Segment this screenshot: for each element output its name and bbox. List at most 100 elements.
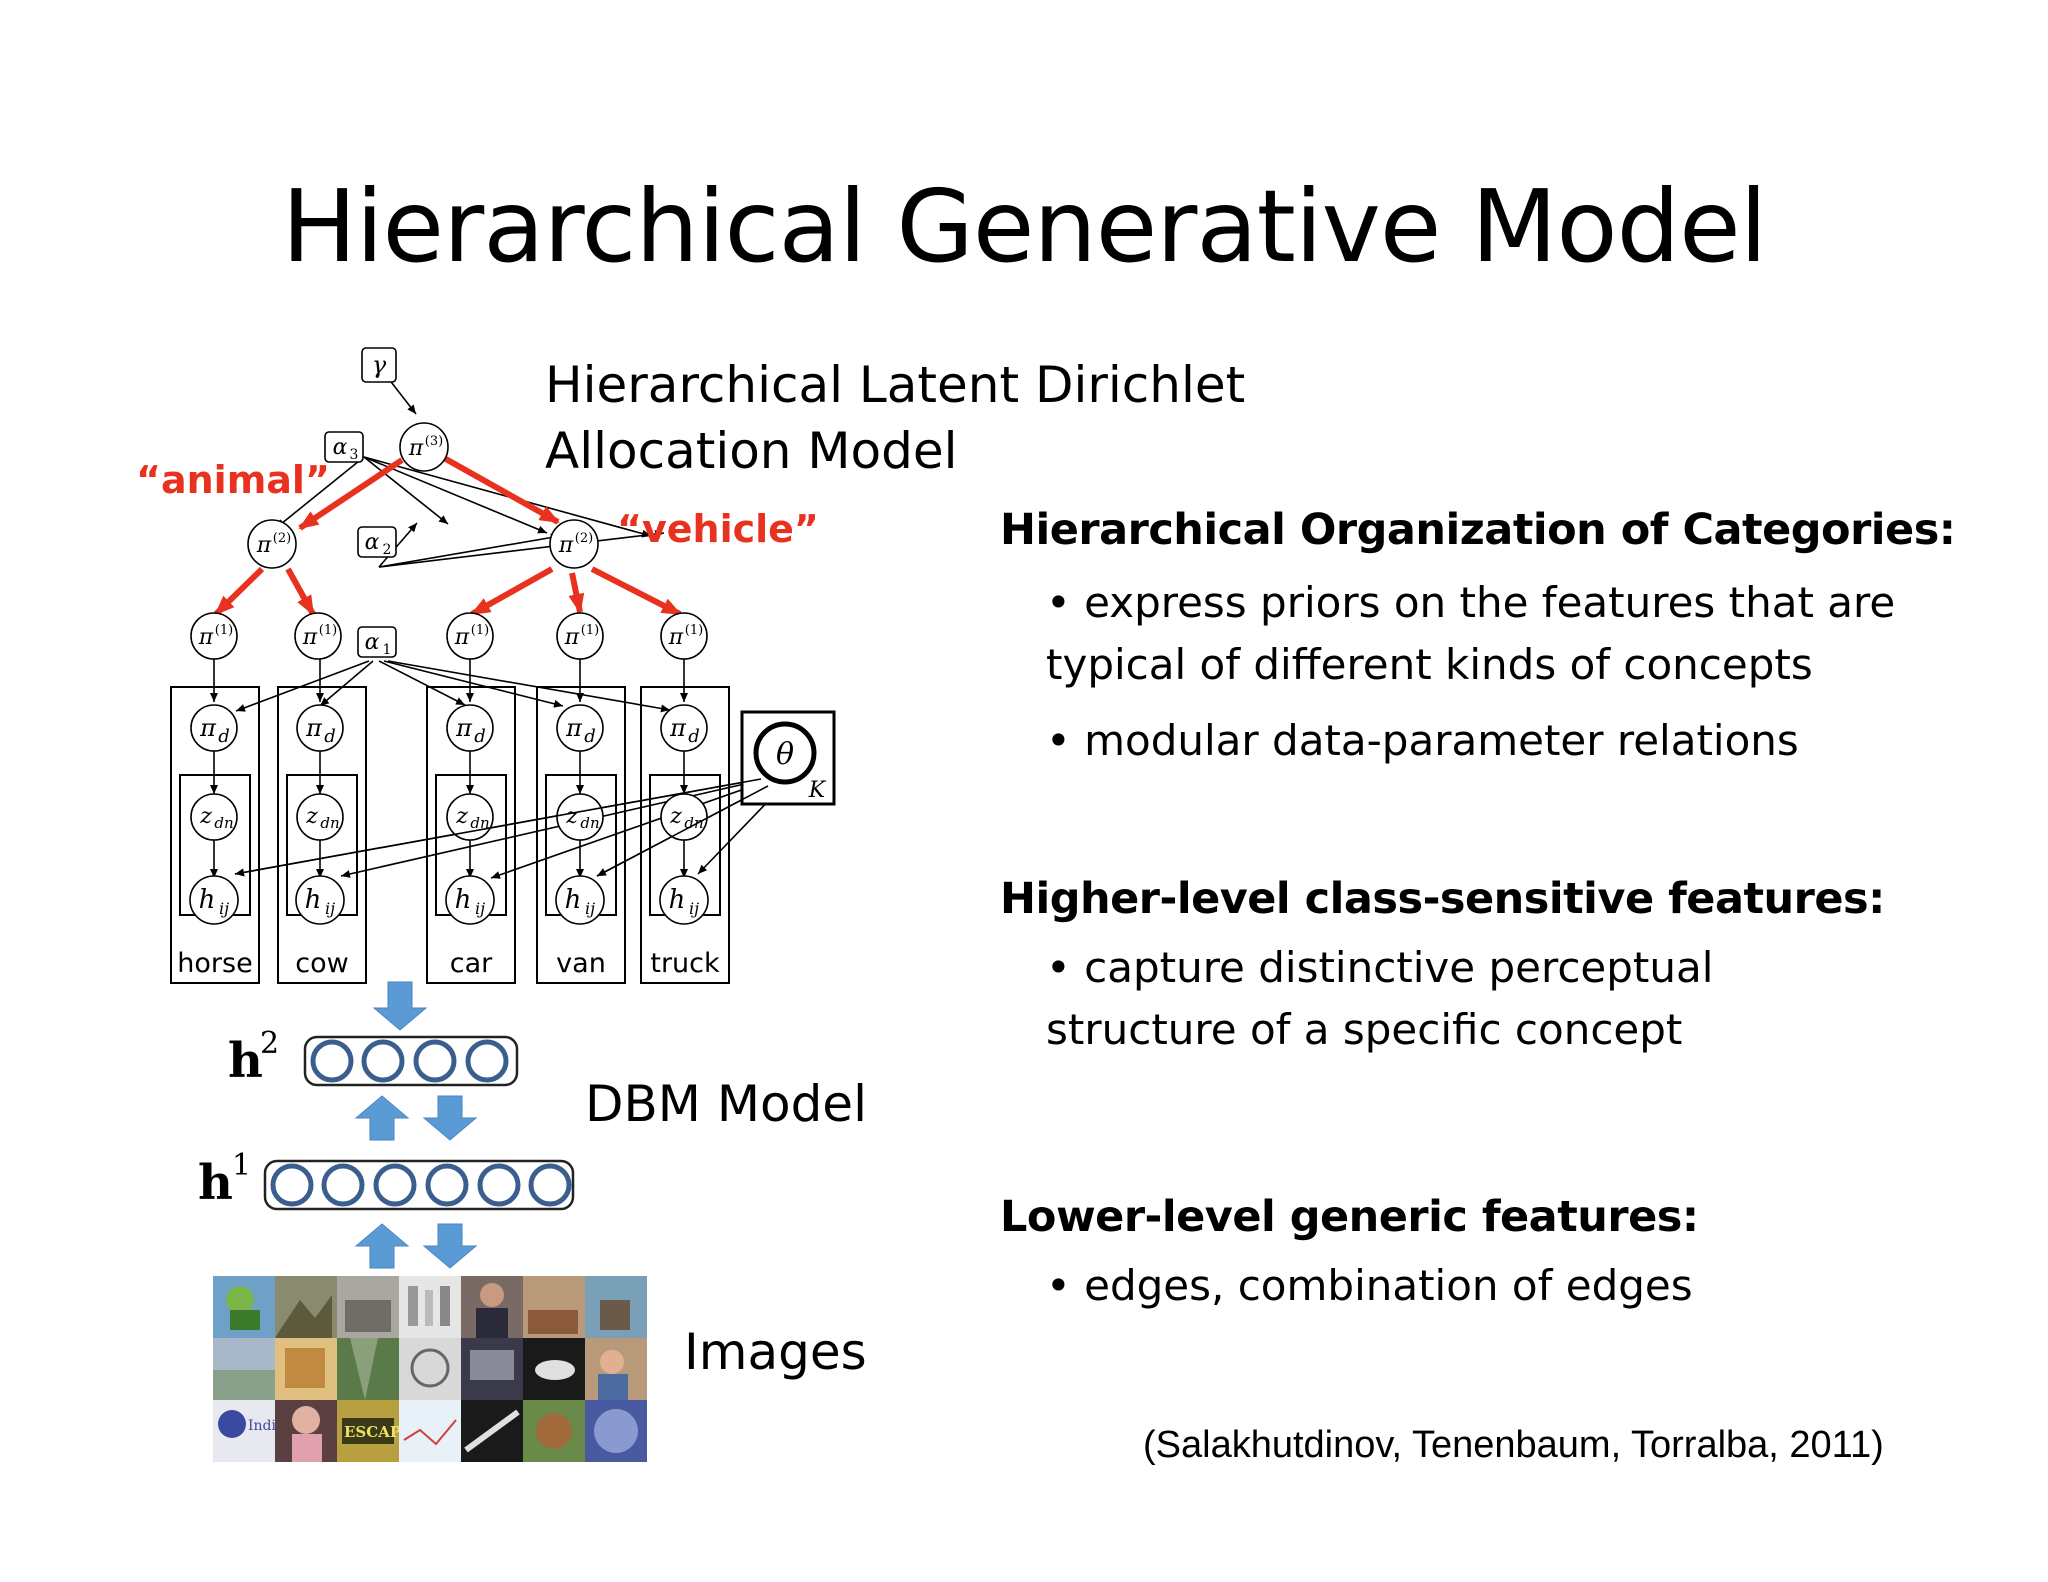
svg-text:π: π (558, 533, 574, 558)
hlda-label: Hierarchical Latent Dirichlet Allocation… (545, 352, 1245, 484)
svg-text:ESCAPE: ESCAPE (344, 1423, 413, 1441)
svg-text:1: 1 (383, 642, 392, 658)
svg-text:ij: ij (689, 899, 699, 918)
plate-car (426, 686, 516, 984)
hlda-label-line2: Allocation Model (545, 422, 958, 480)
pi1-van-node: π(1) (556, 612, 604, 660)
svg-text:d: d (324, 726, 336, 747)
svg-text:(2): (2) (273, 531, 291, 546)
up-arrow-icon (354, 1095, 410, 1141)
animal-label: “animal” (136, 458, 330, 502)
plate-truck (640, 686, 730, 984)
svg-text:(3): (3) (425, 434, 443, 449)
category-label-horse: horse (177, 948, 252, 979)
svg-text:3: 3 (350, 447, 359, 463)
category-label-van: van (556, 948, 606, 979)
svg-text:d: d (688, 726, 700, 747)
svg-text:π: π (565, 714, 583, 742)
category-label-cow: cow (295, 948, 348, 979)
pi1-truck-node: π(1) (660, 612, 708, 660)
svg-text:h: h (199, 885, 216, 915)
h2-layer (303, 1035, 519, 1087)
h2-superscript: 2 (260, 1026, 279, 1061)
category-label-car: car (450, 948, 493, 979)
plate-horse (170, 686, 260, 984)
pi3-node: π (3) (399, 422, 449, 472)
alpha1-node: α 1 (357, 626, 397, 658)
svg-text:ij: ij (585, 899, 595, 918)
svg-text:π: π (454, 625, 470, 650)
pi1-cow-node: π(1) (294, 612, 342, 660)
svg-text:z: z (669, 804, 682, 829)
section-heading-higher-level: Higher-level class-sensitive features: (1000, 874, 1885, 924)
bullet-distinctive: • capture distinctive perceptual structu… (1046, 943, 1714, 1054)
svg-text:α: α (365, 530, 380, 555)
pi1-car-node: π(1) (446, 612, 494, 660)
h1-superscript: 1 (232, 1148, 251, 1183)
slide-title: Hierarchical Generative Model (281, 168, 1768, 285)
h2-label: h (228, 1033, 263, 1089)
svg-text:z: z (565, 804, 578, 829)
svg-text:α: α (365, 630, 380, 655)
citation: (Salakhutdinov, Tenenbaum, Torralba, 201… (1143, 1424, 1884, 1466)
category-label-truck: truck (650, 948, 720, 979)
vehicle-label: “vehicle” (617, 507, 819, 551)
down-arrow-icon (422, 1095, 478, 1141)
svg-text:(1): (1) (471, 623, 489, 638)
svg-text:z: z (305, 804, 318, 829)
svg-text:θ: θ (776, 737, 794, 772)
svg-text:π: π (669, 714, 687, 742)
svg-text:ij: ij (325, 899, 335, 918)
pi1-horse-node: π(1) (190, 612, 238, 660)
svg-text:(1): (1) (685, 623, 703, 638)
svg-text:h: h (305, 885, 322, 915)
section-heading-lower-level: Lower-level generic features: (1000, 1192, 1699, 1242)
alpha3-node: α 3 (324, 431, 364, 463)
svg-text:ij: ij (219, 899, 229, 918)
svg-text:π: π (455, 714, 473, 742)
svg-text:(1): (1) (581, 623, 599, 638)
plate-van (536, 686, 626, 984)
bullet-edges: • edges, combination of edges (1046, 1261, 1693, 1310)
hlda-label-line1: Hierarchical Latent Dirichlet (545, 356, 1246, 414)
gamma-node: γ (361, 347, 397, 383)
pi2-animal-node: π (2) (247, 519, 297, 569)
dbm-label: DBM Model (585, 1075, 867, 1133)
h1-layer (263, 1159, 575, 1211)
svg-text:π: π (408, 436, 424, 461)
svg-text:dn: dn (580, 814, 599, 832)
image-grid: Indio ESCAPE (213, 1276, 647, 1462)
svg-text:d: d (474, 726, 486, 747)
down-arrow-icon (422, 1223, 478, 1269)
bullet-modular: • modular data-parameter relations (1046, 716, 1799, 765)
bullet-priors: • express priors on the features that ar… (1046, 578, 1896, 689)
svg-text:π: π (668, 625, 684, 650)
svg-text:z: z (199, 804, 212, 829)
svg-text:γ: γ (372, 351, 387, 379)
svg-text:π: π (198, 625, 214, 650)
svg-text:d: d (584, 726, 596, 747)
svg-text:dn: dn (470, 814, 489, 832)
svg-text:h: h (455, 885, 472, 915)
pi2-vehicle-node: π (2) (549, 519, 599, 569)
section-heading-organization: Hierarchical Organization of Categories: (1000, 505, 1956, 555)
svg-text:dn: dn (320, 814, 339, 832)
svg-text:d: d (218, 726, 230, 747)
svg-text:(2): (2) (575, 531, 593, 546)
down-arrow-icon (372, 981, 428, 1031)
svg-text:π: π (305, 714, 323, 742)
plate-cow (277, 686, 367, 984)
svg-text:π: π (199, 714, 217, 742)
svg-text:dn: dn (214, 814, 233, 832)
